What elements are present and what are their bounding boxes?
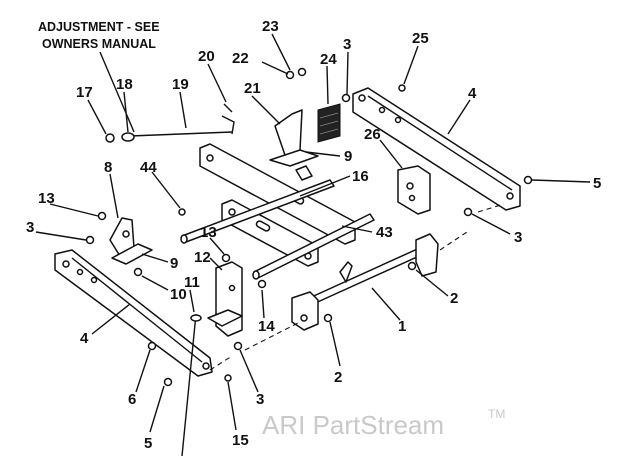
left-ball-bracket bbox=[109, 217, 153, 265]
callout-19: 19 bbox=[172, 76, 189, 93]
rock-shaft bbox=[291, 233, 439, 331]
callout-6: 6 bbox=[128, 391, 136, 408]
hardware bbox=[85, 67, 533, 387]
callout-13-center: 13 bbox=[200, 224, 217, 241]
callout-21: 21 bbox=[244, 80, 261, 97]
right-bracket bbox=[397, 165, 431, 215]
callout-9-lower: 9 bbox=[170, 255, 178, 272]
callout-25: 25 bbox=[412, 30, 429, 47]
callout-14: 14 bbox=[258, 318, 275, 335]
watermark-tm: TM bbox=[488, 407, 505, 421]
callout-3-left: 3 bbox=[26, 219, 34, 236]
assembly-lines bbox=[209, 203, 505, 371]
left-side-rail bbox=[54, 249, 213, 377]
callout-4-left: 4 bbox=[80, 330, 89, 347]
callout-26: 26 bbox=[364, 126, 381, 143]
callout-1: 1 bbox=[398, 318, 406, 335]
callout-15: 15 bbox=[232, 432, 249, 449]
upright-bracket bbox=[207, 261, 243, 337]
callout-10: 10 bbox=[170, 286, 187, 303]
adjustment-leader bbox=[99, 51, 135, 133]
callout-4-right: 4 bbox=[468, 85, 477, 102]
upper-ball-bracket bbox=[269, 109, 319, 167]
callout-2-bottom: 2 bbox=[334, 369, 342, 386]
watermark-text: ARI PartStream bbox=[262, 410, 444, 440]
callout-3-top: 3 bbox=[343, 36, 351, 53]
handle-rod bbox=[181, 313, 197, 457]
handle-end bbox=[190, 314, 202, 322]
callout-44: 44 bbox=[140, 159, 157, 176]
callout-23: 23 bbox=[262, 18, 279, 35]
callout-43: 43 bbox=[376, 224, 393, 241]
adjustment-note-line1: ADJUSTMENT - SEE bbox=[38, 20, 160, 34]
callout-3-bottom: 3 bbox=[256, 391, 264, 408]
callout-8: 8 bbox=[104, 159, 112, 176]
callout-17: 17 bbox=[76, 84, 93, 101]
callout-5-bottom: 5 bbox=[144, 435, 152, 452]
callout-5-right: 5 bbox=[593, 175, 601, 192]
adjustment-rod bbox=[121, 103, 235, 142]
callout-13-left: 13 bbox=[38, 190, 55, 207]
callout-3-right: 3 bbox=[514, 229, 522, 246]
callout-11: 11 bbox=[184, 274, 200, 291]
callout-12: 12 bbox=[194, 249, 211, 266]
callout-2-right: 2 bbox=[450, 290, 458, 307]
callout-9-upper: 9 bbox=[344, 148, 352, 165]
callout-24: 24 bbox=[320, 51, 337, 68]
reflector bbox=[317, 103, 341, 143]
callout-18: 18 bbox=[116, 76, 133, 93]
callout-16: 16 bbox=[352, 168, 369, 185]
adjustment-note-line2: OWNERS MANUAL bbox=[42, 37, 156, 51]
callout-22: 22 bbox=[232, 50, 249, 67]
leader-lines bbox=[35, 33, 591, 433]
right-side-rail bbox=[352, 87, 521, 211]
cross-rods bbox=[180, 165, 375, 280]
callout-20: 20 bbox=[198, 48, 215, 65]
